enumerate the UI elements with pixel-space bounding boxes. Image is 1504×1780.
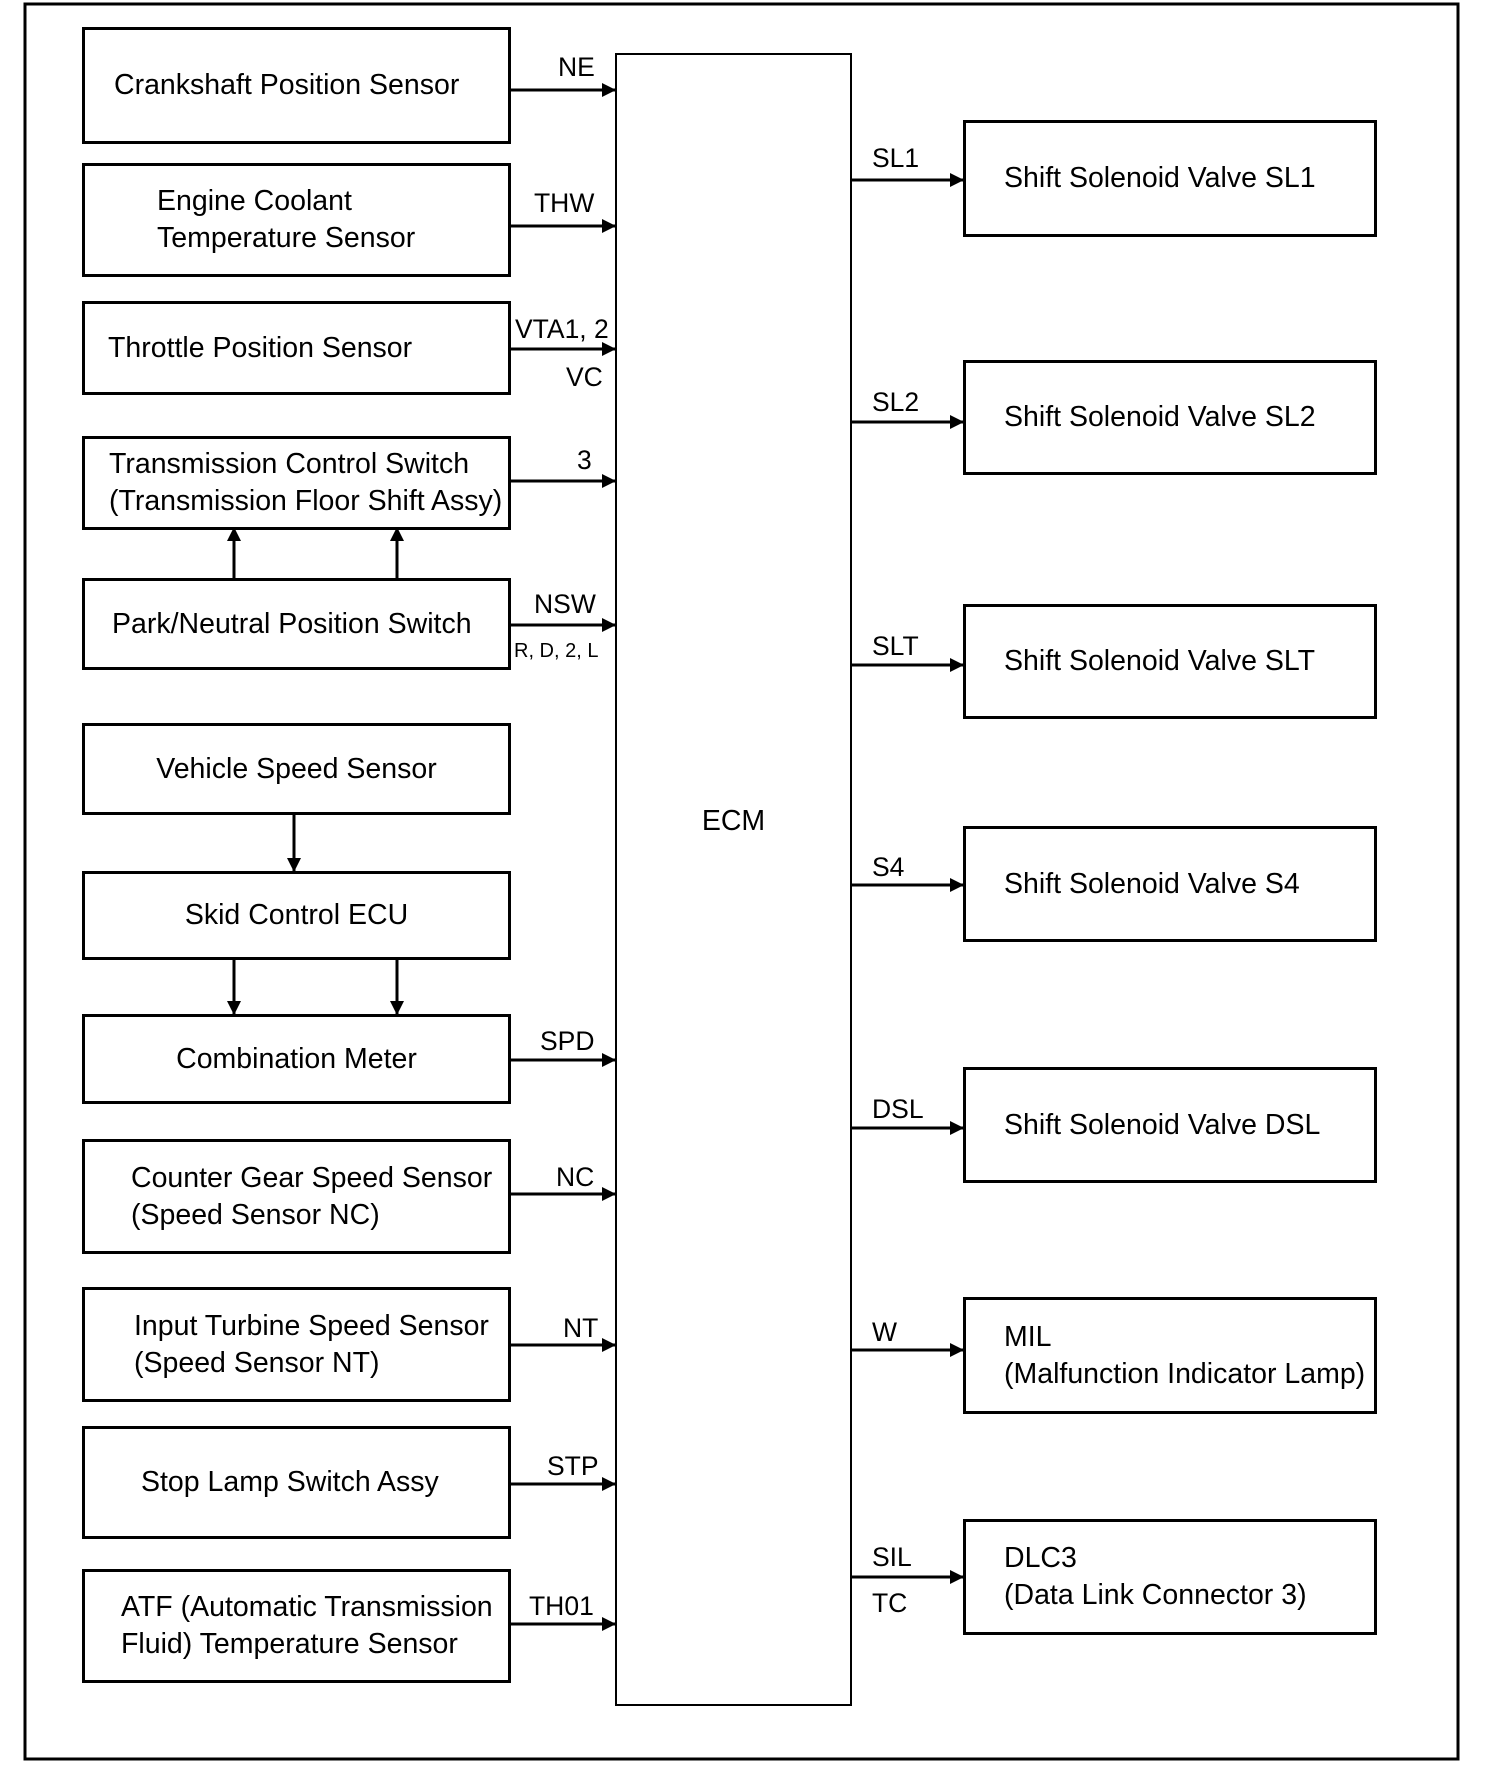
signal-label-sil: SIL (872, 1542, 912, 1572)
box-label: Combination Meter (176, 1042, 417, 1075)
shift-solenoid-valve-sl2-box: Shift Solenoid Valve SL2 (963, 360, 1377, 475)
counter-gear-speed-sensor-box: Counter Gear Speed Sensor (Speed Sensor … (82, 1139, 511, 1254)
mil-box: MIL (Malfunction Indicator Lamp) (963, 1297, 1377, 1414)
box-label: DLC3 (1004, 1542, 1077, 1574)
signal-label-s4: S4 (872, 852, 905, 882)
signal-label-sl1: SL1 (872, 143, 920, 173)
signal-label-r-d-2-l: R, D, 2, L (514, 640, 599, 662)
box-label: Park/Neutral Position Switch (112, 607, 472, 640)
box-label: Stop Lamp Switch Assy (141, 1466, 439, 1498)
park-neutral-position-switch-box: Park/Neutral Position Switch (82, 578, 511, 670)
signal-label-w: W (872, 1317, 898, 1347)
box-label: (Transmission Floor Shift Assy) (109, 485, 503, 517)
box-label: Input Turbine Speed Sensor (134, 1309, 489, 1342)
box-label: Shift Solenoid Valve DSL (1004, 1108, 1321, 1141)
signal-label-nsw: NSW (534, 589, 596, 619)
signal-label-tc: TC (872, 1588, 908, 1618)
signal-label-stp: STP (547, 1451, 599, 1481)
input-turbine-speed-sensor-box: Input Turbine Speed Sensor (Speed Sensor… (82, 1287, 511, 1402)
shift-solenoid-valve-dsl-box: Shift Solenoid Valve DSL (963, 1067, 1377, 1183)
signal-label-th01: TH01 (529, 1591, 594, 1621)
box-label: (Malfunction Indicator Lamp) (1004, 1357, 1366, 1390)
combination-meter-box: Combination Meter (82, 1014, 511, 1104)
signal-label-nc: NC (556, 1162, 595, 1192)
signal-label-slt: SLT (872, 631, 919, 661)
box-label: Vehicle Speed Sensor (156, 752, 437, 785)
box-label: Counter Gear Speed Sensor (131, 1161, 493, 1194)
signal-label-vta: VTA1, 2 (515, 314, 609, 344)
stop-lamp-switch-assy-box: Stop Lamp Switch Assy (82, 1426, 511, 1539)
signal-label-nt: NT (563, 1313, 599, 1343)
box-label: Engine Coolant (157, 185, 352, 217)
box-label: Shift Solenoid Valve SLT (1004, 645, 1316, 677)
signal-label-vc: VC (566, 362, 603, 392)
box-label: Skid Control ECU (184, 899, 409, 931)
box-label: (Speed Sensor NT) (134, 1346, 380, 1379)
signal-label-dsl: DSL (872, 1094, 924, 1124)
skid-control-ecu-box: Skid Control ECU (82, 871, 511, 960)
transmission-control-switch-box: Transmission Control Switch (Transmissio… (82, 436, 511, 530)
box-label: Temperature Sensor (157, 222, 416, 254)
box-label: Shift Solenoid Valve S4 (1004, 867, 1300, 900)
box-label: Shift Solenoid Valve SL2 (1004, 401, 1316, 433)
box-label: Crankshaft Position Sensor (114, 69, 460, 101)
box-label: MIL (1004, 1320, 1052, 1353)
dlc3-box: DLC3 (Data Link Connector 3) (963, 1519, 1377, 1635)
box-label: (Data Link Connector 3) (1004, 1579, 1307, 1611)
signal-label-3: 3 (577, 445, 592, 475)
shift-solenoid-valve-s4-box: Shift Solenoid Valve S4 (963, 826, 1377, 942)
crankshaft-position-sensor-box: Crankshaft Position Sensor (82, 27, 511, 144)
signal-label-spd: SPD (540, 1026, 595, 1056)
box-label: ATF (Automatic Transmission (121, 1591, 493, 1623)
box-label: Transmission Control Switch (109, 448, 470, 480)
shift-solenoid-valve-slt-box: Shift Solenoid Valve SLT (963, 604, 1377, 719)
box-label: (Speed Sensor NC) (131, 1198, 380, 1231)
signal-label-thw: THW (534, 188, 595, 218)
ecm-label: ECM (701, 804, 766, 837)
box-label: Fluid) Temperature Sensor (121, 1628, 458, 1660)
signal-label-sl2: SL2 (872, 387, 920, 417)
shift-solenoid-valve-sl1-box: Shift Solenoid Valve SL1 (963, 120, 1377, 237)
signal-label-ne: NE (558, 52, 595, 82)
vehicle-speed-sensor-box: Vehicle Speed Sensor (82, 723, 511, 815)
atf-temperature-sensor-box: ATF (Automatic Transmission Fluid) Tempe… (82, 1569, 511, 1683)
ecm-block: ECM (615, 53, 852, 1706)
box-label: Throttle Position Sensor (108, 331, 413, 364)
throttle-position-sensor-box: Throttle Position Sensor (82, 301, 511, 395)
box-label: Shift Solenoid Valve SL1 (1004, 162, 1316, 194)
engine-coolant-temperature-sensor-box: Engine Coolant Temperature Sensor (82, 163, 511, 277)
